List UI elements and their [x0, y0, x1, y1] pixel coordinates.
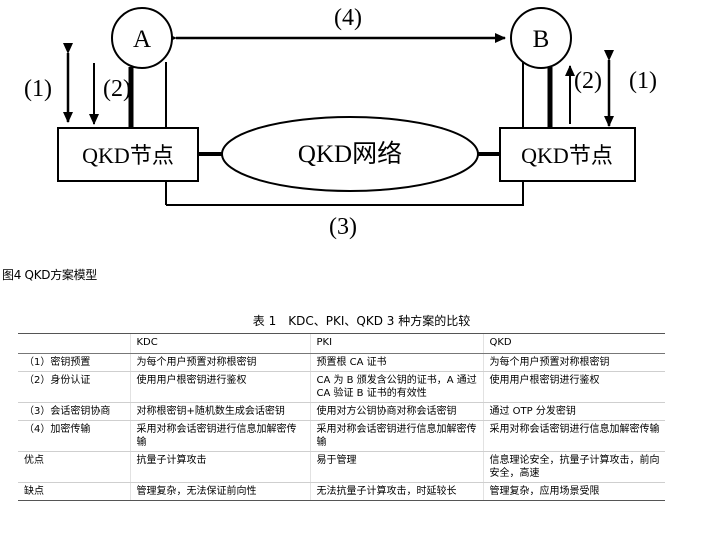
left-qkd-node-box [57, 127, 199, 182]
node-b-label: B [533, 26, 550, 53]
comparison-table: KDC PKI QKD （1）密钥预置 为每个用户预置对称根密钥 预置根 CA … [18, 333, 665, 501]
header-cell: KDC [129, 333, 310, 354]
right-qkd-node-box [499, 127, 636, 182]
row-label: （2）身份认证 [18, 371, 130, 403]
table-cell: 无法抗量子计算攻击，时延较长 [309, 482, 483, 501]
table-cell: 为每个用户预置对称根密钥 [482, 353, 665, 372]
table-row: （3）会话密钥协商 对称根密钥+随机数生成会话密钥 使用对方公钥协商对称会话密钥… [18, 402, 665, 421]
table-title: 表 1 KDC、PKI、QKD 3 种方案的比较 [252, 314, 471, 328]
table-cell: 易于管理 [309, 451, 483, 483]
table-cell: CA 为 B 颁发含公钥的证书，A 通过 CA 验证 B 证书的有效性 [309, 371, 483, 403]
node-a-label: A [133, 26, 151, 53]
table-cell: 使用用户根密钥进行鉴权 [129, 371, 310, 403]
header-cell: QKD [482, 333, 665, 354]
header-cell [18, 333, 130, 354]
label-ab: (4) [334, 5, 362, 31]
table-cell: 采用对称会话密钥进行信息加解密传输 [482, 420, 665, 452]
table-cell: 抗量子计算攻击 [129, 451, 310, 483]
table-cell: 管理复杂，无法保证前向性 [129, 482, 310, 501]
qkd-scheme-diagram: (4) A B (1) (2) (2) (1) QKD节点 QKD节点 QKD网… [24, 5, 657, 240]
table-row: （2）身份认证 使用用户根密钥进行鉴权 CA 为 B 颁发含公钥的证书，A 通过… [18, 371, 665, 403]
table-header-row: KDC PKI QKD [18, 333, 665, 354]
row-label: （4）加密传输 [18, 420, 130, 452]
table-cell: 信息理论安全，抗量子计算攻击，前向安全，高速 [482, 451, 665, 483]
table-cell: 预置根 CA 证书 [309, 353, 483, 372]
label-right-2: (2) [574, 68, 602, 94]
row-label: （3）会话密钥协商 [18, 402, 130, 421]
label-left-2: (2) [103, 76, 131, 102]
node-b [510, 7, 572, 69]
row-label: 缺点 [18, 482, 130, 501]
left-qkd-node-label: QKD节点 [82, 143, 174, 168]
label-bottom: (3) [329, 214, 357, 240]
table-cell: 采用对称会话密钥进行信息加解密传输 [129, 420, 310, 452]
table-cell: 管理复杂，应用场景受限 [482, 482, 665, 501]
qkd-network-ellipse [221, 116, 479, 192]
bottom-channel-line [166, 181, 524, 206]
qkd-network-label: QKD网络 [298, 140, 402, 168]
table-cell: 使用用户根密钥进行鉴权 [482, 371, 665, 403]
right-qkd-node-label: QKD节点 [521, 143, 613, 168]
table-cell: 采用对称会话密钥进行信息加解密传输 [309, 420, 483, 452]
figure-caption: 图4 QKD方案模型 [2, 268, 98, 282]
table-row: （4）加密传输 采用对称会话密钥进行信息加解密传输 采用对称会话密钥进行信息加解… [18, 420, 665, 452]
label-left-1: (1) [24, 76, 52, 102]
table-row: （1）密钥预置 为每个用户预置对称根密钥 预置根 CA 证书 为每个用户预置对称… [18, 353, 665, 372]
node-a [111, 7, 173, 69]
table-row: 缺点 管理复杂，无法保证前向性 无法抗量子计算攻击，时延较长 管理复杂，应用场景… [18, 482, 665, 501]
table-cell: 对称根密钥+随机数生成会话密钥 [129, 402, 310, 421]
table-cell: 通过 OTP 分发密钥 [482, 402, 665, 421]
row-label: （1）密钥预置 [18, 353, 130, 372]
label-right-1: (1) [629, 68, 657, 94]
header-cell: PKI [309, 333, 483, 354]
row-label: 优点 [18, 451, 130, 483]
table-cell: 使用对方公钥协商对称会话密钥 [309, 402, 483, 421]
table-row: 优点 抗量子计算攻击 易于管理 信息理论安全，抗量子计算攻击，前向安全，高速 [18, 451, 665, 483]
table-cell: 为每个用户预置对称根密钥 [129, 353, 310, 372]
